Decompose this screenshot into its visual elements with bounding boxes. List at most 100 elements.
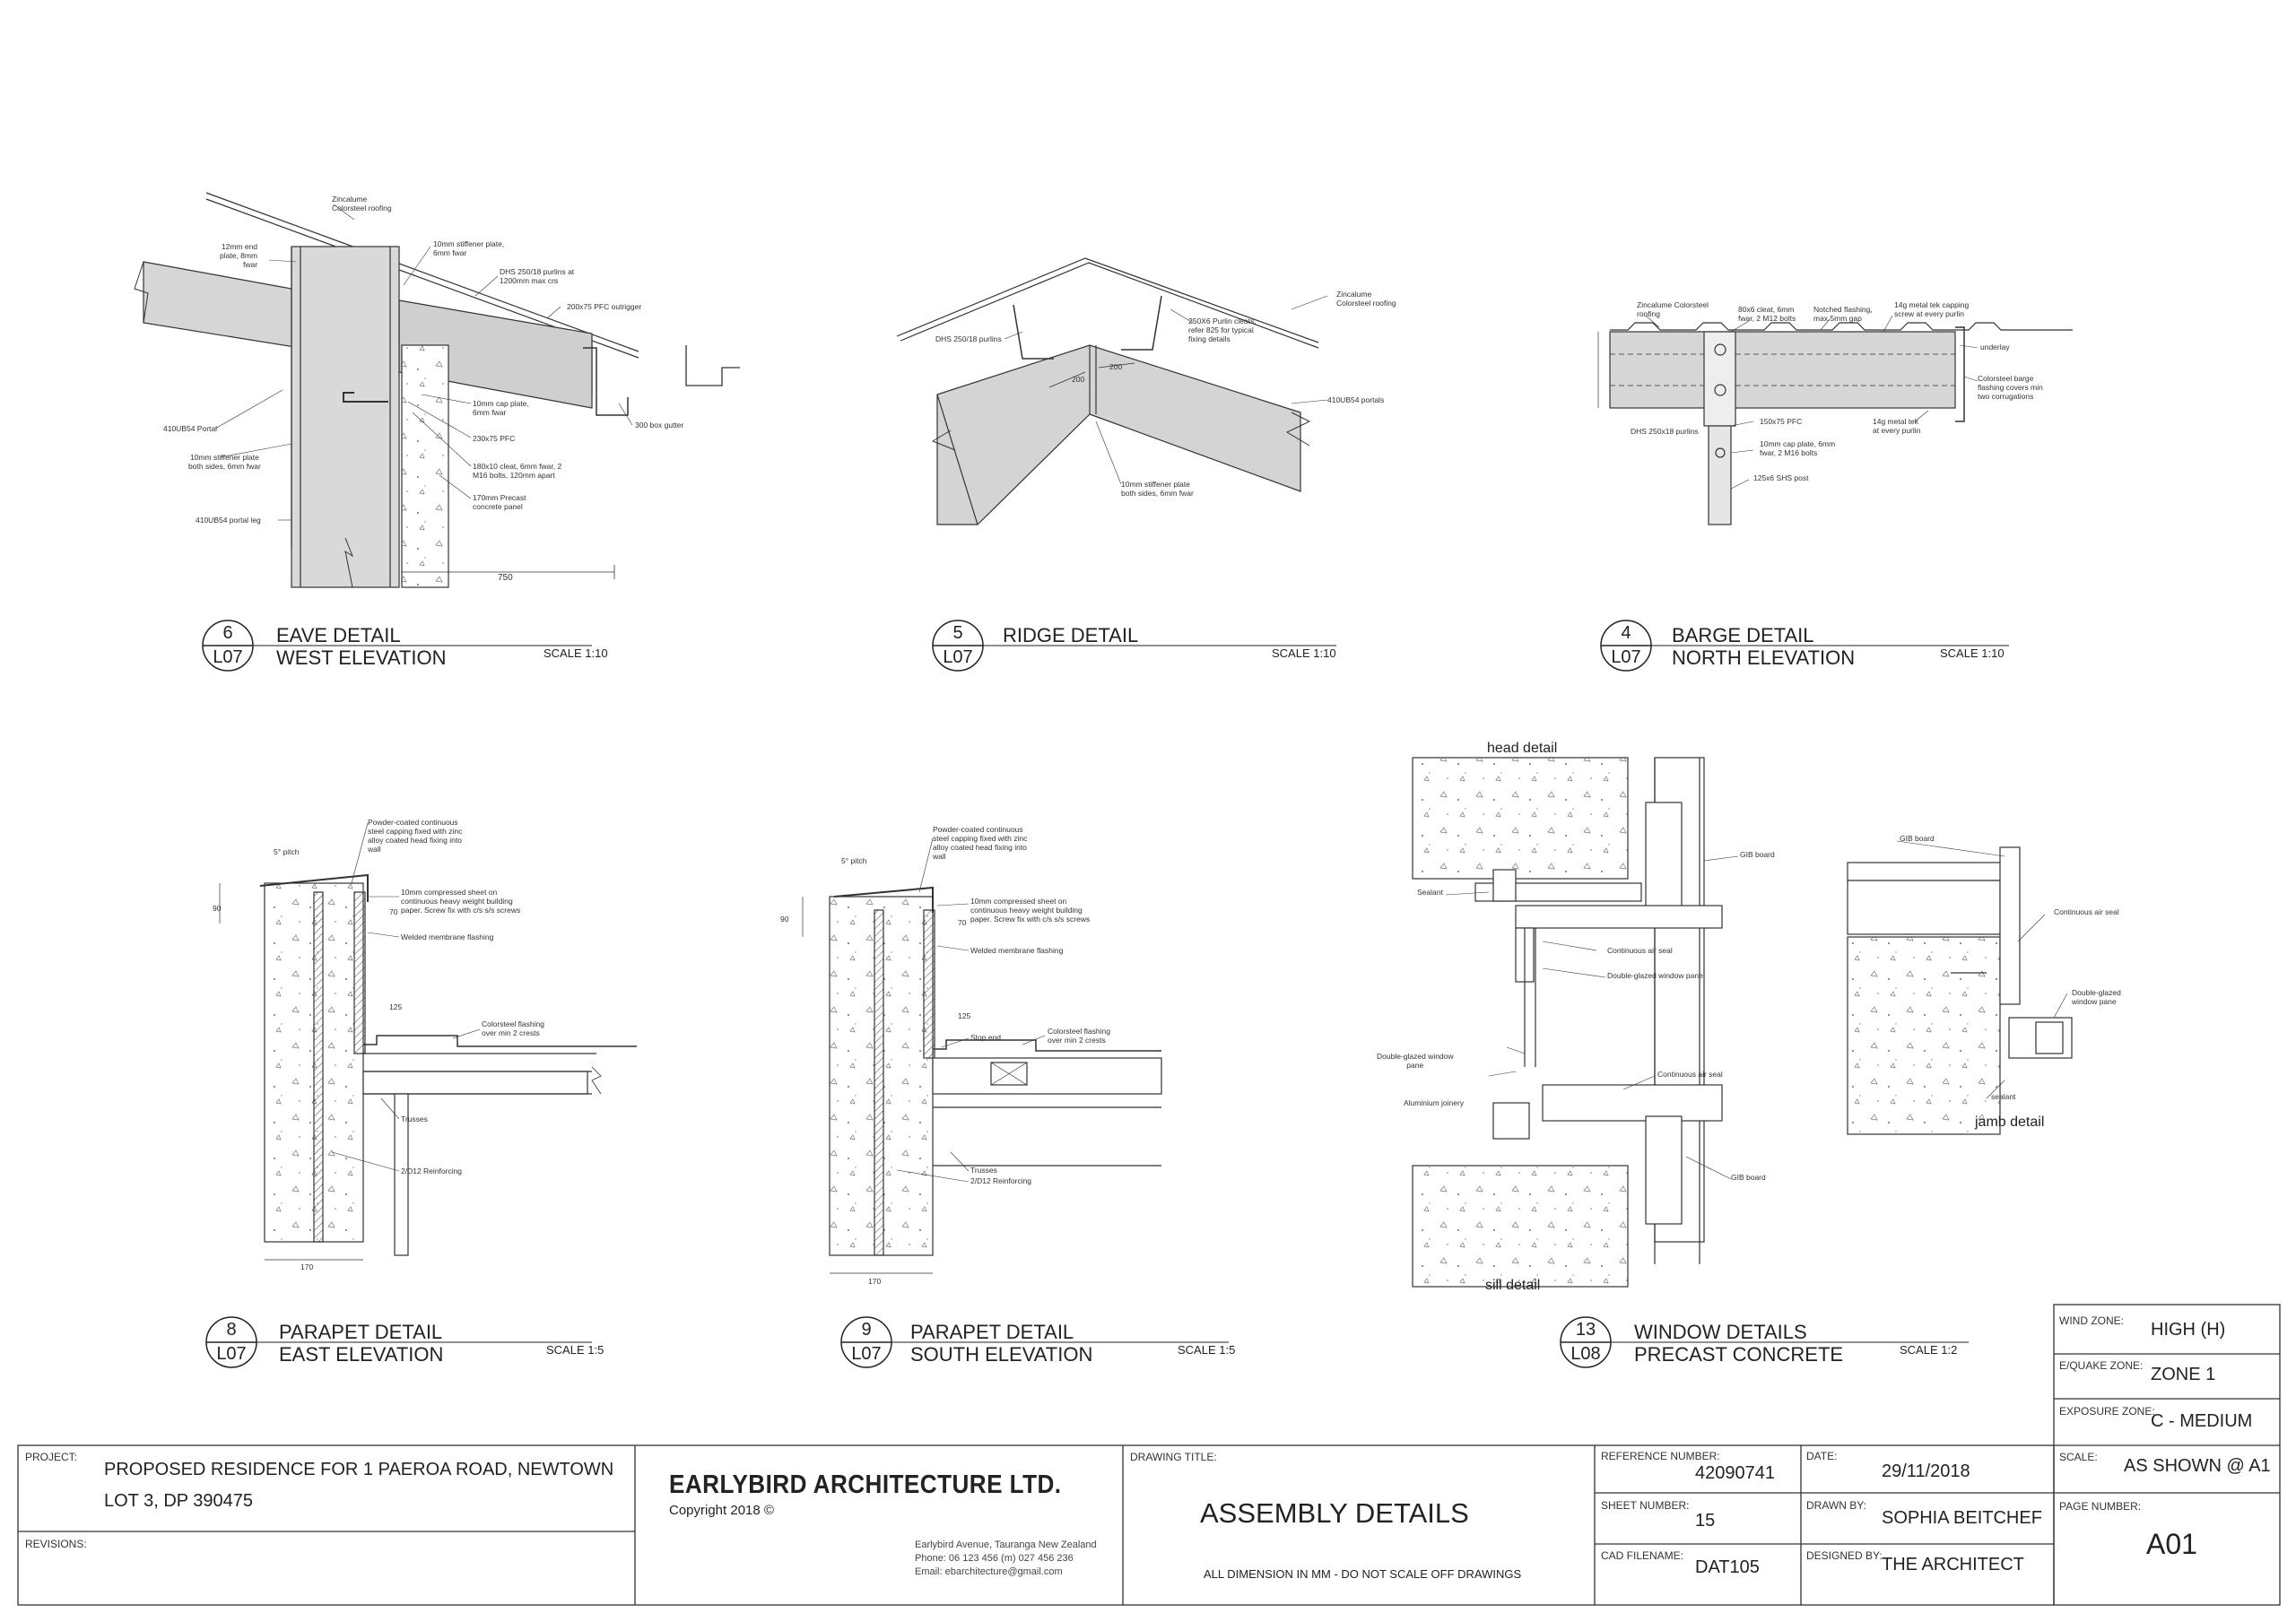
note-pe-dim-70: 70 <box>389 907 398 916</box>
note-eave-dim-750: 750 <box>498 573 513 583</box>
detail-title-ridge: RIDGE DETAIL <box>1003 624 1139 646</box>
firm-phone: Phone: 06 123 456 (m) 027 456 236 <box>915 1553 1074 1564</box>
note-win-sealant-jamb: sealant <box>1991 1092 2016 1101</box>
note-barge-flashing: Colorsteel barge flashing covers min two… <box>1978 374 2043 401</box>
note-eave-gutter: 300 box gutter <box>635 421 684 429</box>
barge-detail-drawing <box>1597 315 2073 525</box>
note-pe-dim-170: 170 <box>300 1262 314 1271</box>
note-ps-dim-170: 170 <box>868 1277 882 1286</box>
date-value: 29/11/2018 <box>1882 1462 1970 1481</box>
note-win-gib-jamb: GIB board <box>1900 834 1935 843</box>
detail-scale-parapet-east: SCALE 1:5 <box>546 1343 604 1357</box>
parapet-south-drawing <box>802 837 1162 1274</box>
detail-title-parapet-south: PARAPET DETAIL <box>910 1321 1074 1343</box>
detail-number-barge: 4 <box>1621 623 1631 643</box>
firm-email: Email: ebarchitecture@gmail.com <box>915 1566 1063 1577</box>
ridge-detail-drawing <box>896 257 1328 525</box>
note-eave-pfc: 230x75 PFC <box>473 434 516 443</box>
note-eave-end-plate: 12mm end plate, 8mm fwar <box>220 242 258 269</box>
reference-label: REFERENCE NUMBER: <box>1601 1450 1720 1462</box>
drawing-note: ALL DIMENSION IN MM - DO NOT SCALE OFF D… <box>1204 1567 1522 1581</box>
note-ps-dim-90: 90 <box>780 915 789 924</box>
detail-sheet-window: L08 <box>1570 1344 1601 1364</box>
detail-subtitle-barge: NORTH ELEVATION <box>1672 646 1856 669</box>
drawn-by-label: DRAWN BY: <box>1806 1499 1866 1512</box>
drawing-title: ASSEMBLY DETAILS <box>1200 1497 1469 1529</box>
detail-sheet-parapet-east: L07 <box>216 1344 247 1364</box>
equake-zone-label: E/QUAKE ZONE: <box>2059 1359 2144 1372</box>
sheet-number-label: SHEET NUMBER: <box>1601 1499 1690 1512</box>
detail-number-window: 13 <box>1575 1320 1596 1340</box>
detail-scale-eave: SCALE 1:10 <box>544 646 608 660</box>
detail-scale-barge: SCALE 1:10 <box>1940 646 2005 660</box>
note-ridge-purlin-cleats: 250X6 Purlin cleats, refer 825 for typic… <box>1188 317 1257 343</box>
note-pe-capping: Powder-coated continuous steel capping f… <box>368 818 463 854</box>
note-win-alu-joinery: Aluminium joinery <box>1404 1098 1465 1107</box>
cad-filename-label: CAD FILENAME: <box>1601 1549 1684 1562</box>
note-win-air-seal-head: Continuous air seal <box>1607 946 1673 955</box>
note-barge-tek: 14g metal tek at every purlin <box>1873 417 1921 435</box>
detail-callouts <box>202 620 2009 1368</box>
copyright: Copyright 2018 © <box>669 1503 774 1518</box>
detail-title-barge: BARGE DETAIL <box>1672 624 1814 646</box>
note-win-air-seal-jamb: Continuous air seal <box>2054 907 2119 916</box>
eave-detail-drawing <box>134 192 740 588</box>
label-jamb-detail: jamb detail <box>1975 1115 2045 1130</box>
note-win-gib-sill: GIB board <box>1731 1173 1766 1182</box>
firm-address: Earlybird Avenue, Tauranga New Zealand <box>915 1540 1097 1550</box>
note-eave-purlins: DHS 250/18 purlins at 1200mm max crs <box>500 267 575 285</box>
firm-name: EARLYBIRD ARCHITECTURE LTD. <box>669 1470 1062 1499</box>
detail-title-eave: EAVE DETAIL <box>276 624 401 646</box>
note-win-dg-sill: Double-glazed window pane <box>1377 1052 1454 1070</box>
note-barge-zincalume: Zincalume Colorsteel roofing <box>1637 300 1709 318</box>
note-barge-cap-plate: 10mm cap plate, 6mm fwar, 2 M16 bolts <box>1760 439 1836 457</box>
designed-by-value: THE ARCHITECT <box>1882 1555 2024 1574</box>
wind-zone-label: WIND ZONE: <box>2059 1314 2124 1327</box>
detail-subtitle-parapet-south: SOUTH ELEVATION <box>910 1343 1093 1366</box>
note-eave-pfc-outrigger: 200x75 PFC outrigger <box>567 302 642 311</box>
detail-subtitle-eave: WEST ELEVATION <box>276 646 447 669</box>
note-ps-flashing: Colorsteel flashing over min 2 crests <box>1048 1027 1110 1045</box>
note-ridge-purlins: DHS 250/18 purlins <box>935 334 1002 343</box>
project-label: PROJECT: <box>25 1451 78 1463</box>
sheet-number-value: 15 <box>1695 1511 1716 1531</box>
detail-sheet-eave: L07 <box>213 647 243 667</box>
drawn-by-value: SOPHIA BEITCHEF <box>1882 1508 2042 1528</box>
parapet-east-drawing <box>219 822 637 1261</box>
note-eave-stiffener-both: 10mm stiffener plate both sides, 6mm fwa… <box>188 453 261 471</box>
detail-number-ridge: 5 <box>952 623 963 643</box>
detail-sheet-ridge: L07 <box>943 647 973 667</box>
wind-zone-value: HIGH (H) <box>2151 1320 2226 1340</box>
scale-value: AS SHOWN @ A1 <box>2124 1456 2271 1476</box>
note-win-sealant-head: Sealant <box>1417 888 1443 897</box>
note-ridge-stiffener: 10mm stiffener plate both sides, 6mm fwa… <box>1121 480 1194 498</box>
detail-subtitle-parapet-east: EAST ELEVATION <box>279 1343 444 1366</box>
detail-title-window: WINDOW DETAILS <box>1634 1321 1807 1343</box>
label-sill-detail: sill detail <box>1485 1278 1541 1293</box>
detail-scale-parapet-south: SCALE 1:5 <box>1178 1343 1236 1357</box>
detail-number-parapet-south: 9 <box>861 1320 872 1340</box>
note-win-dg-head: Double-glazed window pane <box>1607 971 1703 980</box>
note-pe-reinforcing: 2/D12 Reinforcing <box>401 1167 463 1175</box>
project-line1: PROPOSED RESIDENCE FOR 1 PAEROA ROAD, NE… <box>104 1460 614 1479</box>
note-eave-cleat: 180x10 cleat, 6mm fwar, 2 M16 bolts, 120… <box>473 462 562 480</box>
page-number-value: A01 <box>2146 1528 2197 1560</box>
note-barge-shs-post: 125x6 SHS post <box>1753 473 1809 482</box>
note-ps-dim-125: 125 <box>958 1011 971 1020</box>
note-ridge-portals: 410UB54 portals <box>1327 395 1385 404</box>
project-line2: LOT 3, DP 390475 <box>104 1491 254 1511</box>
note-ridge-dim-200b: 200 <box>1109 362 1123 371</box>
note-eave-cap-plate: 10mm cap plate, 6mm fwar <box>473 399 529 417</box>
note-pe-flashing: Colorsteel flashing over min 2 crests <box>482 1019 544 1037</box>
note-pe-trusses: Trusses <box>401 1115 428 1123</box>
note-ps-reinforcing: 2/D12 Reinforcing <box>970 1176 1032 1185</box>
date-label: DATE: <box>1806 1450 1838 1462</box>
note-win-gib-head: GIB board <box>1740 850 1775 859</box>
note-ps-capping: Powder-coated continuous steel capping f… <box>933 825 1028 861</box>
note-pe-compressed: 10mm compressed sheet on continuous heav… <box>401 888 521 915</box>
note-ps-trusses: Trusses <box>970 1166 997 1175</box>
detail-title-parapet-east: PARAPET DETAIL <box>279 1321 443 1343</box>
note-ps-dim-70: 70 <box>958 918 967 927</box>
detail-sheet-barge: L07 <box>1611 647 1641 667</box>
